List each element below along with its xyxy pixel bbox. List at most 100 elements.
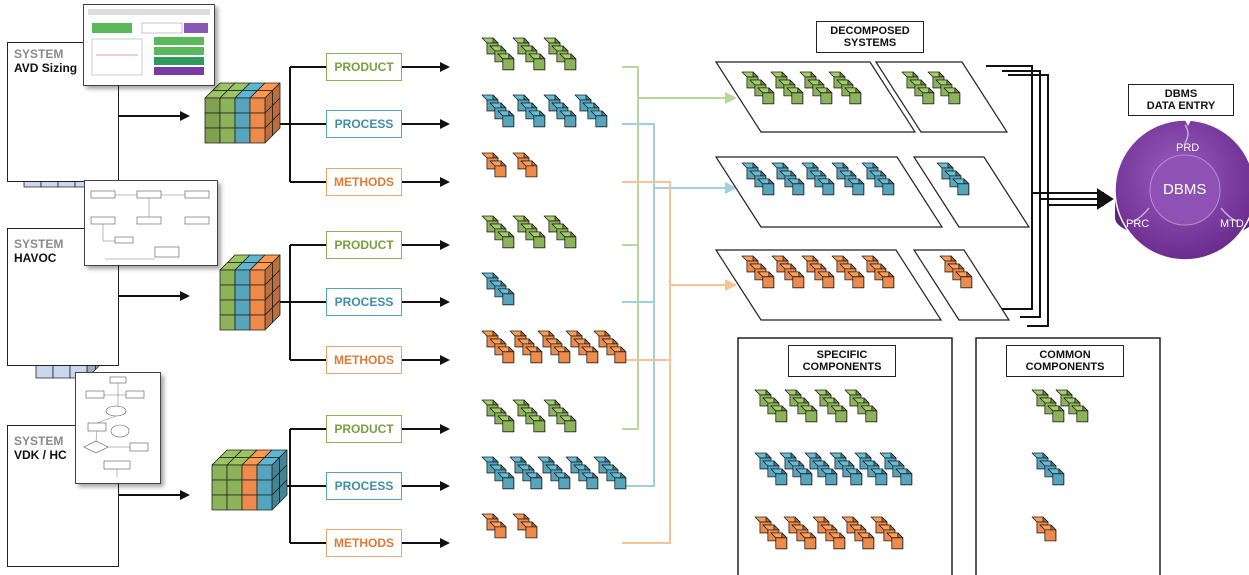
cube-icon xyxy=(1071,405,1089,423)
cube-icon xyxy=(886,532,904,550)
cube-icon xyxy=(525,472,543,490)
cube-icon xyxy=(800,405,818,423)
cube-icon xyxy=(1047,405,1065,423)
system-kicker: SYSTEM xyxy=(14,237,64,251)
category-product-vdk: PRODUCT xyxy=(326,415,402,443)
cube-icon xyxy=(609,472,627,490)
cube-icon xyxy=(877,178,895,196)
category-methods-avd: METHODS xyxy=(326,168,402,196)
cube-icon xyxy=(770,532,788,550)
cube-icon xyxy=(559,53,577,71)
cube-icon xyxy=(787,271,805,289)
cube-icon xyxy=(799,532,817,550)
cube-icon xyxy=(581,346,599,364)
cube-icon xyxy=(497,415,515,433)
category-process-havoc: PROCESS xyxy=(326,288,402,316)
cube-icon xyxy=(815,87,833,105)
gather-lines xyxy=(986,65,1114,327)
cube-icon xyxy=(559,231,577,249)
cube-icon xyxy=(757,271,775,289)
system-name: HAVOC xyxy=(14,251,57,265)
cube-icon xyxy=(877,271,895,289)
cube-icon xyxy=(786,87,804,105)
system-label-vdk: SYSTEM VDK / HC xyxy=(14,434,67,462)
header-line: COMPONENTS xyxy=(802,361,882,373)
cube-icon xyxy=(795,468,813,486)
cube-icon xyxy=(757,87,775,105)
cube-icon xyxy=(917,87,935,105)
system-label-havoc: SYSTEM HAVOC xyxy=(14,237,63,265)
cube-icon xyxy=(770,405,788,423)
cube-icon xyxy=(787,178,805,196)
dbms-mtd-label: MTD xyxy=(1220,218,1244,230)
cube-icon xyxy=(528,110,546,128)
specific-components-header: SPECIFIC COMPONENTS xyxy=(788,345,896,377)
cube-icon xyxy=(943,87,961,105)
cube-icon xyxy=(590,110,608,128)
cube-icon xyxy=(520,521,538,539)
cube-icon xyxy=(525,346,543,364)
cube-icon xyxy=(528,415,546,433)
cube-icon xyxy=(860,405,878,423)
system-kicker: SYSTEM xyxy=(14,434,64,448)
category-methods-havoc: METHODS xyxy=(326,346,402,374)
thumbnail-havoc-diagram xyxy=(84,180,218,266)
system-label-avd: SYSTEM AVD Sizing xyxy=(14,47,77,75)
cube-icon xyxy=(528,53,546,71)
system-connectors xyxy=(118,111,190,500)
header-line: DECOMPOSED xyxy=(830,25,910,37)
component-cubes xyxy=(481,37,1089,550)
cube-icon xyxy=(520,160,538,178)
cube-icon xyxy=(757,178,775,196)
cube-icon xyxy=(844,87,862,105)
cube-icon xyxy=(497,288,515,306)
cube-icon xyxy=(770,468,788,486)
system-kicker: SYSTEM xyxy=(14,47,64,61)
common-components-panel xyxy=(975,337,1161,575)
cube-icon xyxy=(828,532,846,550)
system-name: VDK / HC xyxy=(14,448,67,462)
cube-icon xyxy=(1039,524,1057,542)
category-arrows xyxy=(402,62,450,548)
common-components-header: COMMON COMPONENTS xyxy=(1006,345,1124,377)
category-process-vdk: PROCESS xyxy=(326,472,402,500)
dbms-disc xyxy=(1114,119,1249,261)
cube-icon xyxy=(1047,468,1065,486)
cube-icon xyxy=(559,110,577,128)
cube-icon xyxy=(830,405,848,423)
dbms-prc-label: PRC xyxy=(1126,218,1150,230)
cube-icon xyxy=(817,178,835,196)
cube-icon xyxy=(553,472,571,490)
cube-icon xyxy=(497,110,515,128)
category-product-havoc: PRODUCT xyxy=(326,231,402,259)
cube-icon xyxy=(609,346,627,364)
cube-icon xyxy=(489,521,507,539)
thumbnail-vdk-flowchart xyxy=(75,372,161,484)
cube-icon xyxy=(559,415,577,433)
cube-icon xyxy=(845,468,863,486)
dbms-center-label: DBMS xyxy=(1163,181,1207,198)
header-line: COMMON xyxy=(1039,349,1091,361)
system-box-vdk-hc: SYSTEM VDK / HC xyxy=(7,425,119,567)
cube-icon xyxy=(553,346,571,364)
header-line: SPECIFIC xyxy=(816,349,868,361)
category-process-avd: PROCESS xyxy=(326,110,402,138)
header-line: COMPONENTS xyxy=(1025,361,1105,373)
cube-icon xyxy=(847,178,865,196)
cube-icon xyxy=(497,231,515,249)
cube-icon xyxy=(847,271,865,289)
cube-icon xyxy=(820,468,838,486)
cube-icon xyxy=(497,53,515,71)
cube-icon xyxy=(870,468,888,486)
cube-icon xyxy=(952,178,970,196)
cube-icon xyxy=(489,160,507,178)
header-line: SYSTEMS xyxy=(843,37,897,49)
cube-icon xyxy=(528,231,546,249)
system-box-havoc: SYSTEM HAVOC xyxy=(7,228,119,366)
cube-icon xyxy=(895,468,913,486)
merge-lines xyxy=(622,66,737,544)
cube-icon xyxy=(581,472,599,490)
dbms-prd-label: PRD xyxy=(1176,142,1200,154)
cube-icon xyxy=(497,346,515,364)
